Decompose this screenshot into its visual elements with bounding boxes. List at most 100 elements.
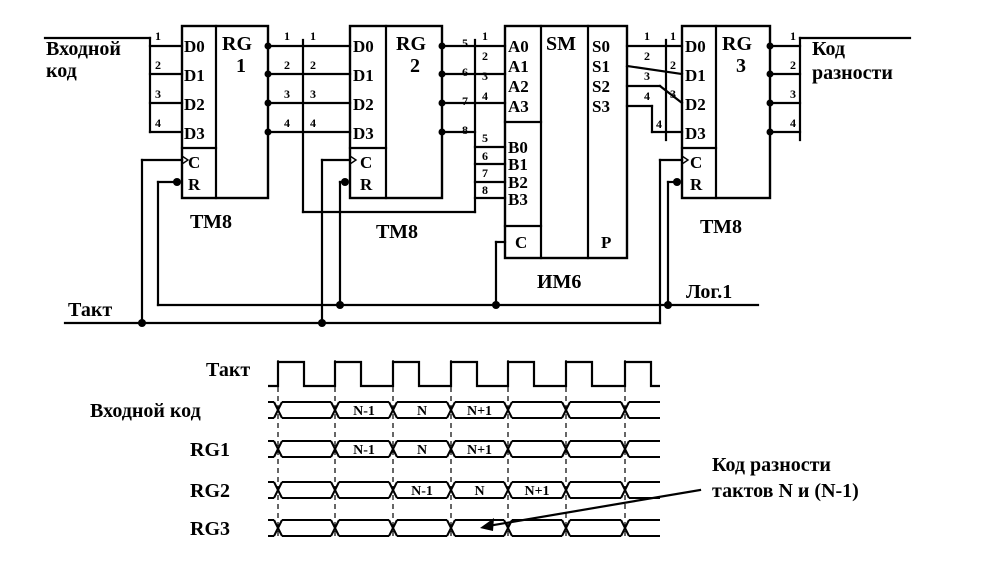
- sm-carry-out: P: [601, 233, 611, 252]
- register-rg1: RG 1 D0 D1 D2 D3 C R ТМ8: [173, 24, 270, 233]
- pin-number: 4: [155, 116, 161, 130]
- rg3-title: RG: [722, 33, 752, 55]
- bus-sm-rg3: [625, 38, 684, 142]
- rg2-d2: D2: [353, 95, 374, 114]
- pin-number: 6: [482, 149, 488, 163]
- bus-value-label: N-1: [353, 404, 375, 419]
- pin-number: 1: [670, 29, 676, 43]
- pin-number: 2: [155, 58, 161, 72]
- bus-transition: [503, 440, 513, 458]
- timing-row-label: Входной код: [90, 400, 201, 422]
- reset-wiring: [156, 180, 760, 309]
- annotation-arrow: [486, 488, 702, 528]
- rg3-d2: D2: [685, 95, 706, 114]
- pin-number: 1: [790, 29, 796, 43]
- rg1-title: RG: [222, 33, 252, 55]
- pin-number: 8: [462, 123, 468, 137]
- bus-value-label: N-1: [353, 443, 375, 458]
- bus-transition: [446, 519, 456, 537]
- pin-number: 4: [482, 89, 488, 103]
- sm-s3: S3: [592, 97, 610, 116]
- output-bus: [766, 36, 912, 142]
- pin-number: 5: [482, 131, 488, 145]
- pin-number: 2: [790, 58, 796, 72]
- bus-transition: [503, 481, 513, 499]
- bus-value-label: N+1: [467, 404, 492, 419]
- sm-b3: B3: [508, 190, 528, 209]
- bus-transition: [561, 481, 571, 499]
- timing-row-label: RG2: [190, 480, 230, 502]
- input-code-label-line2: код: [46, 60, 77, 82]
- bus-transition: [561, 519, 571, 537]
- bus-transition: [620, 401, 630, 419]
- register-rg2: RG 2 D0 D1 D2 D3 C R ТМ8: [341, 24, 444, 243]
- pin-number: 5: [462, 36, 468, 50]
- rg3-chip: ТМ8: [700, 216, 742, 238]
- sm-s2: S2: [592, 77, 610, 96]
- pin-number: 2: [284, 58, 290, 72]
- rg3-index: 3: [736, 55, 746, 77]
- sm-a1: A1: [508, 57, 529, 76]
- sm-s0: S0: [592, 37, 610, 56]
- pin-number: 3: [284, 87, 290, 101]
- sm-chip: ИМ6: [537, 271, 581, 293]
- sm-carry-in: C: [515, 233, 527, 252]
- bus-transition: [273, 519, 283, 537]
- rg2-chip: ТМ8: [376, 221, 418, 243]
- rg1-d2: D2: [184, 95, 205, 114]
- pin-number: 3: [644, 69, 650, 83]
- rg3-d0: D0: [685, 37, 706, 56]
- bus-transition: [620, 481, 630, 499]
- rg1-d3: D3: [184, 124, 205, 143]
- pin-number: 4: [644, 89, 650, 103]
- timing-row-label: RG1: [190, 439, 230, 461]
- annotation-line1: Код разности: [712, 454, 831, 476]
- bus-transition: [561, 401, 571, 419]
- bus-value-label: N+1: [524, 484, 549, 499]
- register-rg3: RG 3 D0 D1 D2 D3 C R ТМ8: [673, 24, 772, 238]
- pin-number: 7: [482, 166, 488, 180]
- sm-s1: S1: [592, 57, 610, 76]
- pin-number: 7: [462, 94, 468, 108]
- pin-number: 8: [482, 183, 488, 197]
- timing-row-label: RG3: [190, 518, 230, 540]
- pin-number: 2: [482, 49, 488, 63]
- pin-number: 4: [790, 116, 796, 130]
- rg2-title: RG: [396, 33, 426, 55]
- pin-number: 4: [284, 116, 290, 130]
- bus-value-label: N: [417, 404, 427, 419]
- pin-number: 2: [670, 58, 676, 72]
- clock-waveform: [268, 360, 660, 388]
- pin-number: 3: [670, 87, 676, 101]
- bus-rg1-rg2: [264, 38, 352, 214]
- rg3-reset: R: [690, 175, 703, 194]
- pin-number: 3: [310, 87, 316, 101]
- timing-row-label: Такт: [206, 359, 250, 381]
- rg2-index: 2: [410, 55, 420, 77]
- rg1-chip: ТМ8: [190, 211, 232, 233]
- bus-value-label: N+1: [467, 443, 492, 458]
- output-label-line1: Код: [812, 38, 845, 60]
- sm-title: SM: [546, 33, 576, 55]
- rg1-d1: D1: [184, 66, 205, 85]
- pin-number: 1: [310, 29, 316, 43]
- bus-transition: [330, 440, 340, 458]
- bus-rg2-sm-a: [301, 38, 507, 214]
- rg2-reset: R: [360, 175, 373, 194]
- pin-number: 1: [284, 29, 290, 43]
- clock-label: Такт: [68, 299, 112, 321]
- rg1-index: 1: [236, 55, 246, 77]
- sm-a0: A0: [508, 37, 529, 56]
- bus-transition: [388, 401, 398, 419]
- bus-transition: [273, 401, 283, 419]
- pin-number: 3: [790, 87, 796, 101]
- pin-number: 1: [155, 29, 161, 43]
- rg1-reset: R: [188, 175, 201, 194]
- pin-number: 2: [310, 58, 316, 72]
- pin-number: 4: [310, 116, 316, 130]
- pin-number: 3: [482, 69, 488, 83]
- bus-transition: [388, 481, 398, 499]
- bus-transition: [273, 481, 283, 499]
